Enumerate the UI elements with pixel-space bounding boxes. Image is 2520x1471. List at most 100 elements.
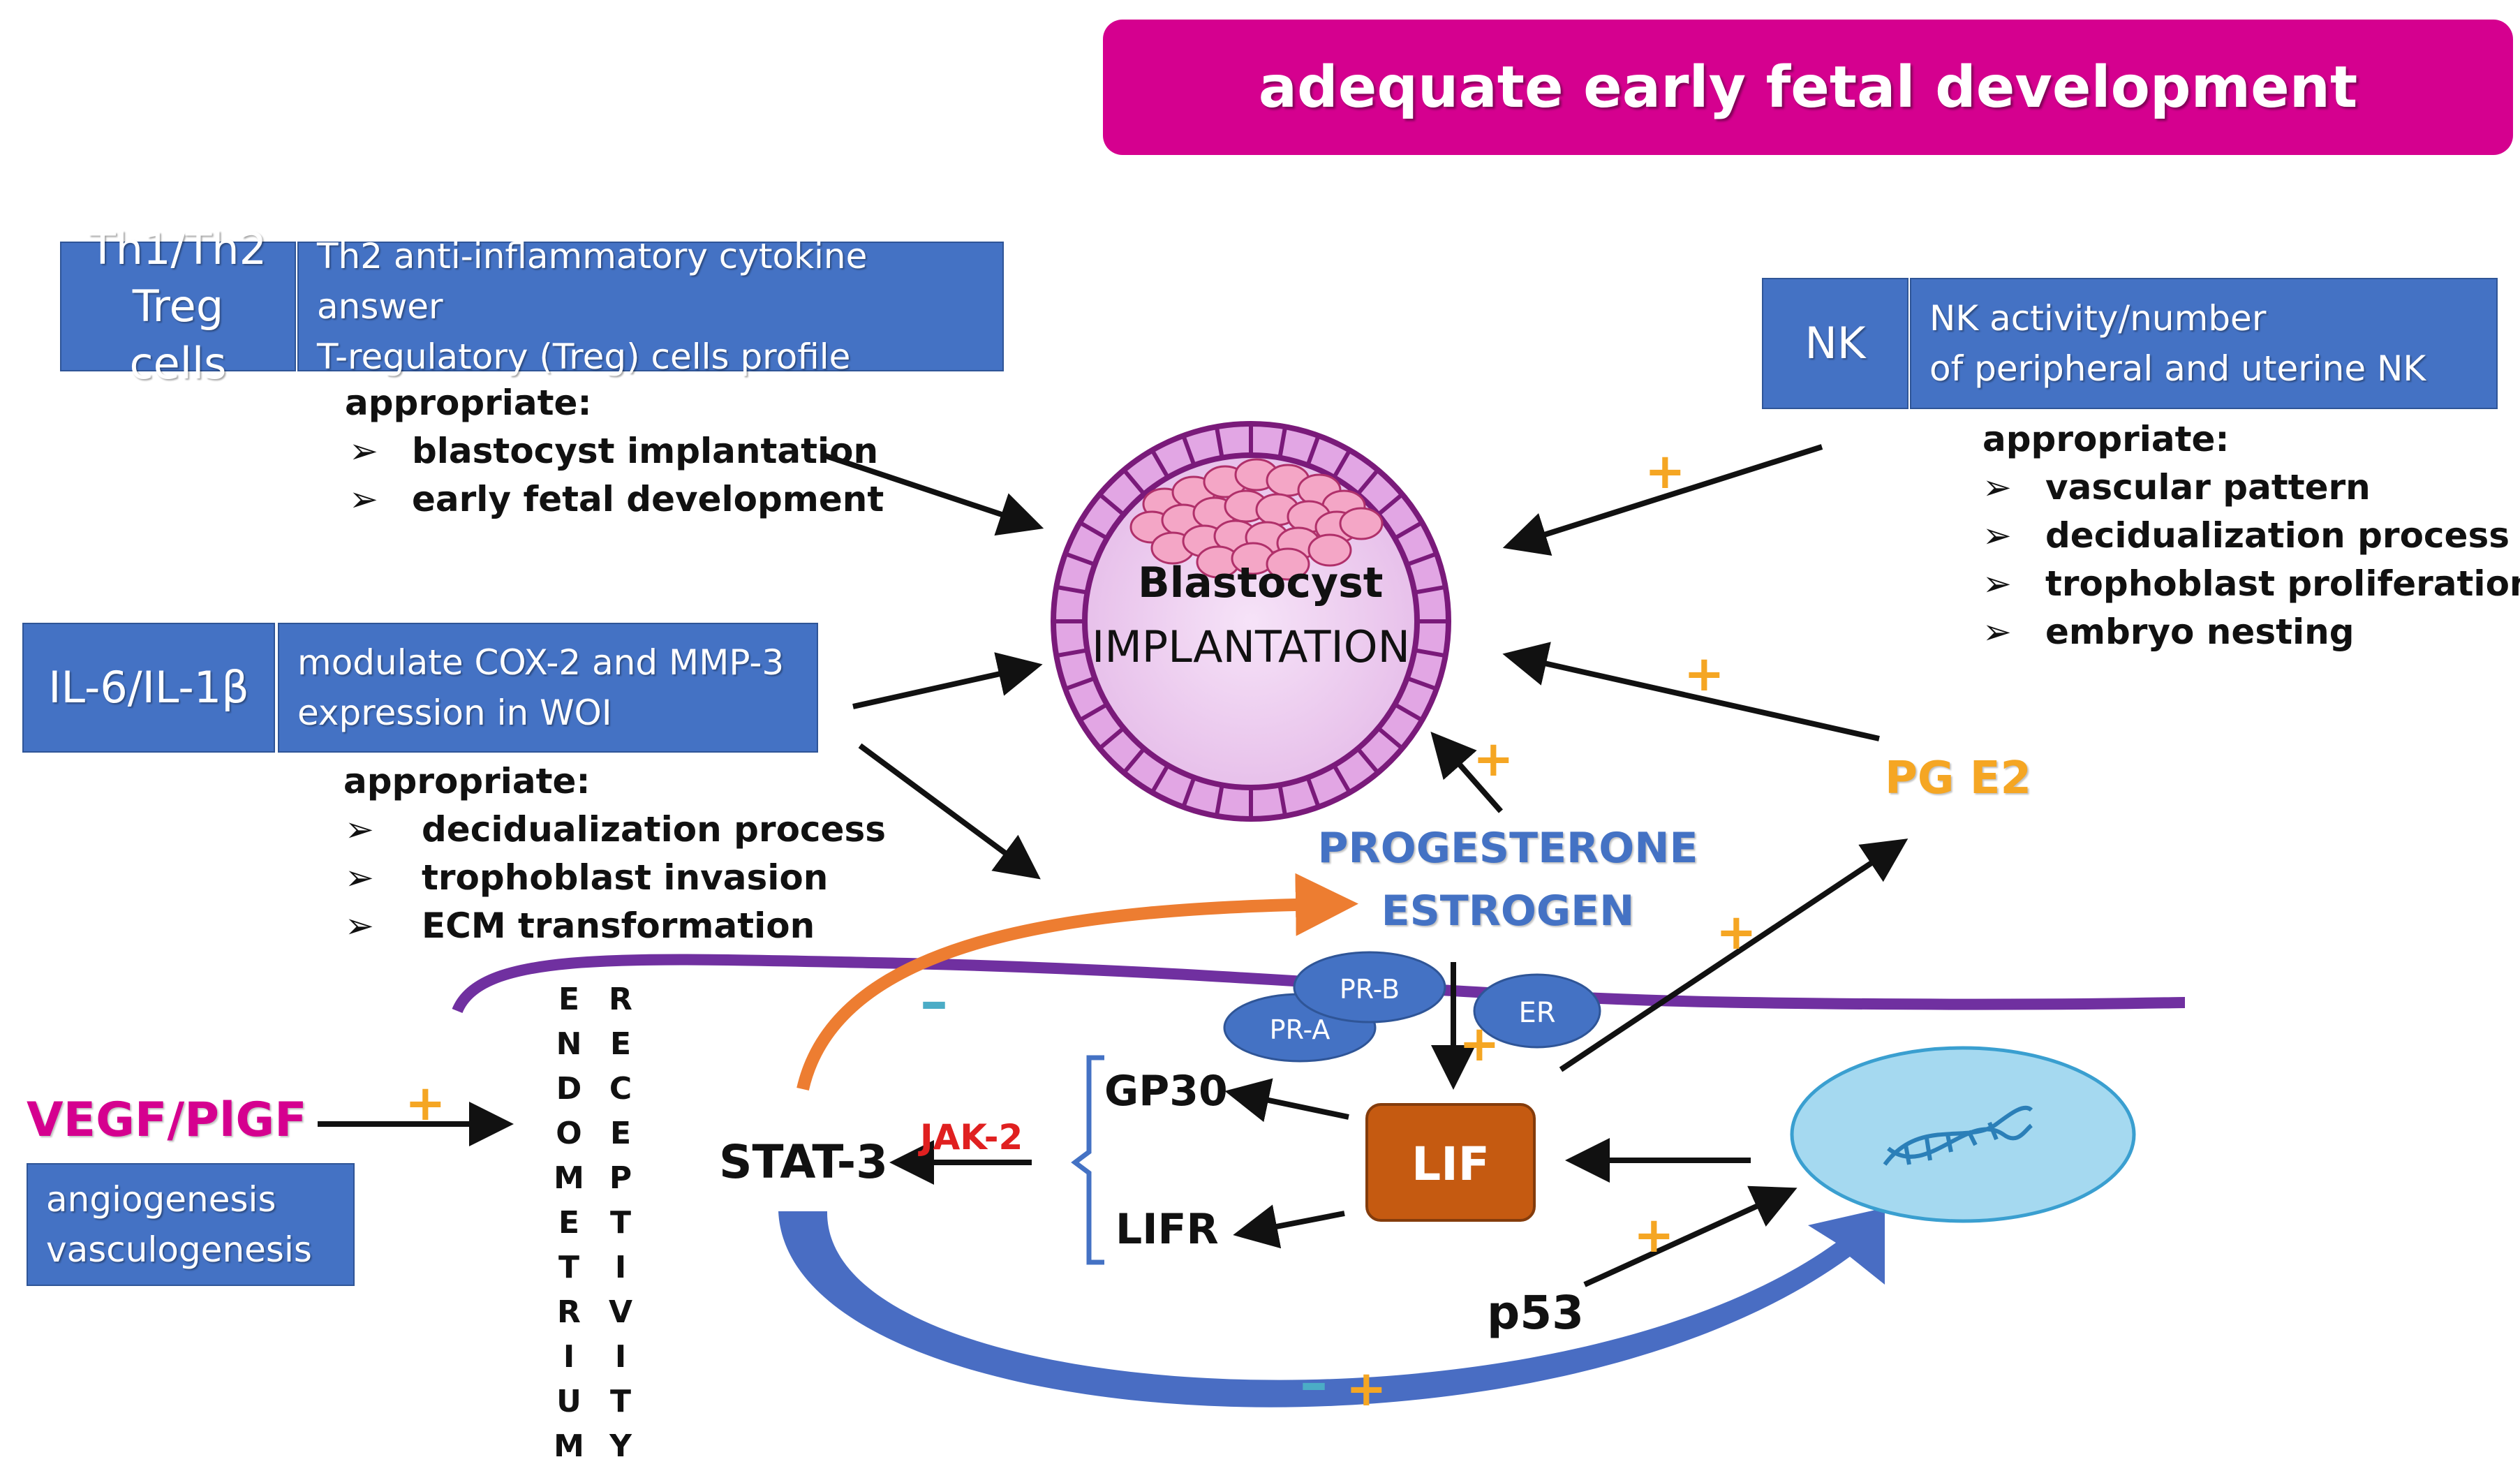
blastocyst-wall-segment: [1181, 435, 1196, 466]
endometrium-letter: M: [554, 1160, 584, 1196]
list-item: ➢decidualization process: [345, 806, 886, 854]
stat3-to-nucleus-arrow: [778, 1208, 1885, 1407]
il-label: IL-6/IL-1β: [48, 662, 249, 713]
il-desc-box: modulate COX-2 and MMP-3 expression in W…: [278, 623, 818, 753]
vegf-box-line1: angiogenesis: [46, 1179, 276, 1220]
blastocyst-wall-segment: [1065, 676, 1096, 691]
list-item: ➢trophoblast invasion: [345, 854, 886, 902]
list-item: ➢early fetal development: [349, 475, 884, 524]
th-desc-line2: T-regulatory (Treg) cells profile: [317, 337, 851, 377]
blastocyst-wall-segment: [1356, 468, 1380, 496]
progesterone-label: PROGESTERONE: [1317, 824, 1698, 873]
receptivity-letter: T: [609, 1384, 631, 1419]
plus-sign: +: [1346, 1360, 1387, 1417]
blastocyst-wall-segment: [1098, 492, 1125, 517]
blastocyst-wall-segment: [1122, 468, 1146, 496]
list-item: ➢trophoblast proliferation: [1982, 560, 2520, 608]
pr-a-label: PR-A: [1270, 1014, 1331, 1045]
blastocyst-wall-segment: [1305, 776, 1321, 808]
receptivity-letter: E: [609, 1026, 632, 1062]
arrow-bullet-icon: ➢: [349, 479, 378, 519]
blastocyst-wall-segment: [1332, 449, 1352, 479]
arrow-bullet-icon: ➢: [345, 857, 374, 898]
endometrium-letter: I: [563, 1339, 575, 1375]
lifr-label: LIFR: [1116, 1205, 1219, 1254]
inner-cell-mass-cell: [1307, 533, 1352, 567]
receptivity-letter: V: [608, 1294, 633, 1330]
endometrium-letter: E: [558, 1205, 580, 1241]
receptivity-letter: E: [609, 1116, 632, 1151]
th-list: ➢blastocyst implantation ➢early fetal de…: [349, 427, 884, 524]
plus-sign: +: [405, 1074, 446, 1132]
lif-to-gp30-arrow: [1224, 1078, 1349, 1123]
endometrium-letter: U: [556, 1384, 581, 1419]
blastocyst-wall-segment: [1277, 426, 1288, 459]
blastocyst-label-line2: IMPLANTATION: [1092, 621, 1410, 672]
receptivity-letter: I: [614, 1339, 627, 1375]
receptivity-letter: C: [609, 1071, 632, 1107]
arrow-bullet-icon: ➢: [349, 431, 378, 471]
pr-b-receptor: [1293, 951, 1446, 1023]
stat3-label: STAT-3: [719, 1135, 889, 1189]
plus-sign: +: [1684, 645, 1725, 702]
receptor-bracket: [1071, 1055, 1104, 1265]
blastocyst-wall-segment: [1332, 764, 1352, 794]
th-to-blastocyst-arrow: [822, 452, 1044, 536]
plus-sign: +: [1633, 1206, 1675, 1264]
gp30-label: GP30: [1104, 1067, 1228, 1116]
er-receptor: [1473, 973, 1601, 1049]
list-item: ➢embryo nesting: [1982, 608, 2520, 656]
list-item: ➢ECM transformation: [345, 902, 886, 950]
p53-to-nucleus-arrow: [1583, 1185, 1798, 1287]
receptivity-letter: T: [609, 1205, 631, 1241]
plus-sign: +: [1459, 1015, 1500, 1072]
blastocyst-wall-segment: [1079, 520, 1109, 540]
estrogen-label: ESTROGEN: [1381, 887, 1635, 936]
nk-desc-box: NK activity/number of peripheral and ute…: [1910, 278, 2498, 409]
blastocyst-wall-segment: [1305, 435, 1321, 466]
th-label: Th1/Th2 Treg cells: [89, 223, 267, 389]
blastocyst-wall-segment: [1277, 784, 1288, 817]
plus-sign: +: [1716, 903, 1757, 961]
blastocyst-wall-segment: [1079, 702, 1109, 723]
blastocyst-icon: [1051, 421, 1451, 822]
endometrium-letter: D: [556, 1071, 582, 1107]
lif-to-lifr-arrow: [1233, 1204, 1345, 1249]
il-label-box: IL-6/IL-1β: [22, 623, 275, 753]
banner: adequate early fetal development: [1103, 20, 2513, 155]
stat3-to-progesterone-arrow: [796, 873, 1358, 1091]
endometrium-letter: E: [558, 982, 580, 1017]
arrow-bullet-icon: ➢: [1982, 612, 2012, 652]
th-desc-line1: Th2 anti-inflammatory cytokine answer: [317, 236, 868, 327]
blastocyst-wall-segment: [1214, 426, 1224, 459]
hormones-to-blastocyst-arrow: [1430, 732, 1503, 813]
blastocyst-wall-segment: [1150, 449, 1170, 479]
p53-label: p53: [1487, 1286, 1585, 1340]
blastocyst-wall-segment: [1055, 648, 1088, 658]
blastocyst-wall-segment: [1414, 648, 1446, 658]
lif-box: [1365, 1103, 1536, 1222]
endometrium-letter: R: [557, 1294, 581, 1330]
vegf-box-line2: vasculogenesis: [46, 1229, 312, 1270]
endometrium-letter: O: [556, 1116, 582, 1151]
blastocyst-wall-segment: [1393, 702, 1423, 723]
il-list: ➢decidualization process ➢trophoblast in…: [345, 806, 886, 950]
nk-list: ➢vascular pattern ➢decidualization proce…: [1982, 464, 2520, 656]
blastocyst-wall-segment: [1377, 726, 1404, 751]
pge2-to-blastocyst-arrow: [1502, 642, 1880, 741]
plus-sign: +: [1645, 443, 1686, 500]
blastocyst-wall-segment: [1150, 764, 1170, 794]
minus-sign: –: [1300, 1350, 1328, 1415]
pr-b-label: PR-B: [1340, 974, 1400, 1005]
th-heading: appropriate:: [345, 383, 592, 423]
nk-desc-line1: NK activity/number: [1929, 298, 2267, 339]
inner-cell-mass-cell: [1266, 547, 1310, 581]
vegf-box: angiogenesis vasculogenesis: [27, 1163, 355, 1286]
dna-icon: [1883, 1105, 2033, 1166]
blastocyst-label-line1: Blastocyst: [1138, 559, 1384, 607]
blastocyst-wall-segment: [1214, 784, 1224, 817]
receptivity-letter: P: [609, 1160, 632, 1196]
arrow-bullet-icon: ➢: [1982, 563, 2012, 604]
